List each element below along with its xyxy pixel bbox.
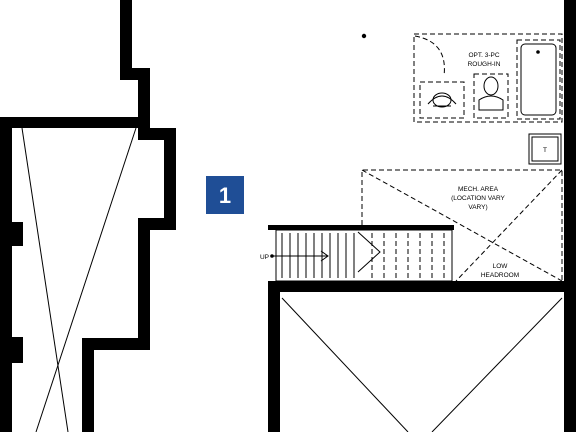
open-to-below-lines xyxy=(21,127,137,432)
bathroom-rough-in xyxy=(413,33,563,123)
low-headroom-label-1: LOW xyxy=(493,263,509,270)
garage-area xyxy=(281,297,563,432)
garage-walls xyxy=(268,225,564,432)
bath-label-2: ROUGH-IN xyxy=(468,61,501,68)
right-wall xyxy=(564,0,576,432)
room-number: 1 xyxy=(219,183,231,208)
mech-area-label-1: MECH. AREA xyxy=(458,186,499,193)
room-number-badge: 1 xyxy=(206,176,244,214)
toilet-icon xyxy=(473,73,509,119)
stair-up-label: UP xyxy=(260,254,269,261)
mech-area-label-2: (LOCATION VARY xyxy=(451,195,505,202)
water-tank-label: T xyxy=(543,147,547,154)
sink-icon xyxy=(419,81,465,119)
bath-label-1: OPT. 3-PC xyxy=(468,52,499,59)
bathtub-icon xyxy=(516,39,561,120)
mechanical-area xyxy=(361,169,563,282)
water-tank-icon xyxy=(528,133,562,165)
left-wall xyxy=(0,0,176,432)
mech-area-label-3: VARY) xyxy=(468,204,487,211)
low-headroom-label-2: HEADROOM xyxy=(481,272,519,279)
marker-dot xyxy=(361,33,367,39)
stair-arrow-icon xyxy=(270,250,329,262)
